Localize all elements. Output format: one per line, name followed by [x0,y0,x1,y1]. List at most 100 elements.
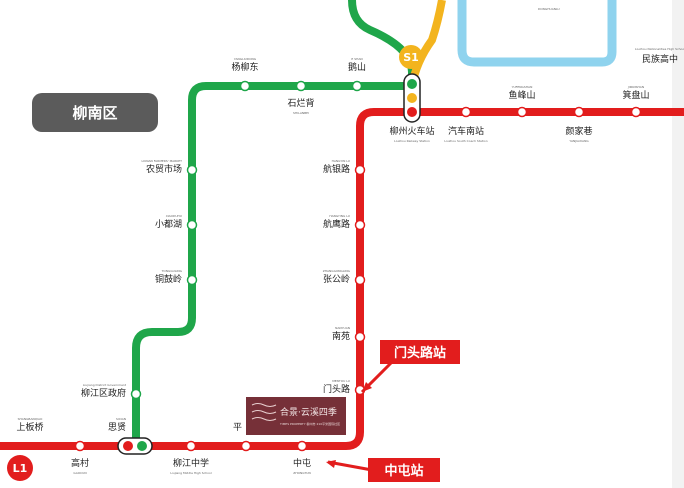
watermark-logo-icon [251,403,277,421]
station-ehshan[interactable]: 鹅山E SHAN [348,57,366,92]
station-marker [630,106,642,118]
station-name: 平 [233,422,242,433]
station-marker [185,440,197,452]
station-minzu-hs[interactable]: 民族高中 Liuzhou Nationalities High School [635,47,684,65]
station-name-en: MENTOU LU [332,379,350,383]
station-ping[interactable]: 平 [233,422,252,452]
station-marker [295,80,307,92]
station-name: 上板桥 [16,421,43,433]
callout-mentou-text: 门头路站 [394,345,446,361]
station-name: 高村 [71,457,89,469]
station-name: 柳江中学 [173,457,209,469]
station-name-en: LIUNAN FARMERS' MARKET [141,159,182,163]
map-edge-shade [672,0,684,488]
station-name: 汽车南站 [448,125,484,137]
station-name: 张公岭 [323,273,350,285]
station-name-en: NANYUAN [335,326,350,330]
station-name-en: SIXIAN [116,417,126,421]
district-label: 柳南区 [72,104,117,122]
station-marker [130,388,142,400]
station-marker [74,440,86,452]
station-liujiang-ms[interactable]: 柳江中学 Liujiang Middle High School [170,440,212,476]
station-name: 小都湖 [155,219,182,230]
station-marker [351,80,363,92]
interchange-green-dot [407,79,417,89]
station-name: 箕盘山 [622,89,649,101]
station-name: 航银路 [323,163,350,175]
station-name-en: Liuzhou South Coach Station [444,139,487,143]
station-marker [239,80,251,92]
station-name: 柳江区政府 [81,387,126,399]
station-name: 农贸市场 [146,163,182,175]
blue-line [457,0,617,67]
station-name-en: JIPANSHAN [627,85,644,89]
station-name-en: HANGYING LU [329,214,350,218]
station-name: 鹅山 [348,61,366,73]
station-marker [573,106,585,118]
station-name: 石烂背 [287,97,314,109]
callout-zhongtun: 中屯站 [326,458,440,482]
station-marker [186,219,198,231]
station-name-en: SHILANBEI [293,111,309,115]
green-line [132,82,412,444]
interchange-red-dot [407,107,417,117]
station-gaocun[interactable]: 高村 GAOCUN [71,440,89,476]
station-name: 柳州火车站 [389,125,434,137]
station-name: 民族高中 [642,53,678,65]
station-name-en: Liujiang District Government [83,383,127,387]
station-name-en: ZHANGGONGLING [323,269,351,273]
watermark-sub: TIMES PROPERTY 柳州市 210平米国际社区 [279,421,340,426]
station-name-en: YANGLIUDONG [234,57,257,61]
interchange-sixian[interactable] [117,437,153,455]
l1-badge-text: L1 [13,462,28,475]
station-name: 中屯 [293,457,311,469]
station-name: 航鹰路 [323,218,350,230]
station-name-en: HANGYIN LU [332,159,350,163]
station-marker [354,164,366,176]
watermark-title: 合景·云溪四季 [280,406,337,418]
interchange-red-dot [123,441,133,451]
station-marker [186,164,198,176]
station-marker [516,106,528,118]
station-marker [354,274,366,286]
station-name: 铜鼓岭 [155,273,182,285]
station-name-en: YANJIAXIANG [569,139,589,143]
station-name-en: Liujiang Middle High School [170,471,212,475]
district-badge-bg [32,93,158,132]
s1-badge: S1 [399,45,423,69]
station-shilanbei[interactable]: 石烂背 SHILANBEI [287,80,315,116]
station-name-en: GAOCUN [73,471,86,475]
watermark-bg [246,397,346,435]
station-name-en: TONGGULING [161,269,183,273]
station-name-en: Liuzhou Nationalities High School [635,47,684,51]
watermark: 合景·云溪四季 TIMES PROPERTY 柳州市 210平米国际社区 [246,397,346,435]
station-marker [186,274,198,286]
interchange-liuzhou-rail[interactable] [403,73,421,123]
s1-line [408,0,446,87]
station-name: 思贤 [108,422,126,433]
l1-badge-circle [7,455,33,481]
station-marker [296,440,308,452]
callout-zhongtun-arrow [327,460,373,472]
station-bus-south[interactable]: 汽车南站 Liuzhou South Coach Station [444,106,488,144]
station-name: 鱼峰山 [508,89,535,101]
callout-zhongtun-text: 中屯站 [384,463,423,479]
